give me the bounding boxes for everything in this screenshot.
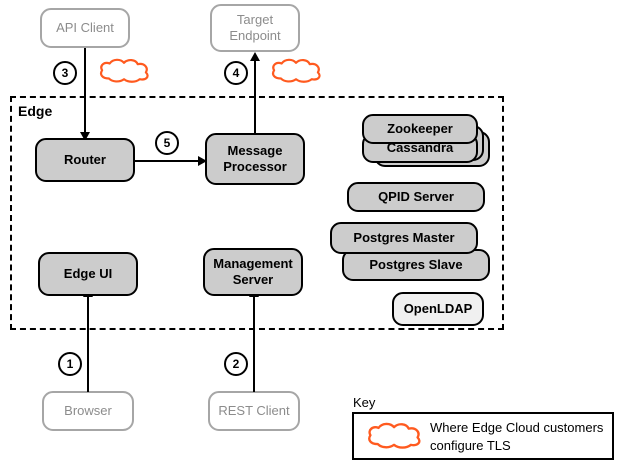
node-browser[interactable]: Browser bbox=[42, 391, 134, 431]
node-qpid-server-label: QPID Server bbox=[378, 188, 454, 204]
legend-box bbox=[352, 412, 614, 460]
step-badge-3-number: 3 bbox=[61, 66, 69, 80]
step-badge-2-number: 2 bbox=[232, 357, 240, 371]
step-badge-4: 4 bbox=[224, 61, 248, 85]
node-postgres-master[interactable]: Postgres Master bbox=[330, 222, 478, 254]
step-badge-1-number: 1 bbox=[66, 357, 74, 371]
node-edge-ui[interactable]: Edge UI bbox=[38, 252, 138, 296]
cloud-icon-step-4 bbox=[268, 58, 324, 84]
step-badge-5: 5 bbox=[155, 131, 179, 155]
node-postgres-master-label: Postgres Master bbox=[353, 229, 455, 245]
node-zookeeper[interactable]: Zookeeper bbox=[362, 114, 478, 144]
arrowhead-target-endpoint-in bbox=[250, 52, 260, 61]
arrowhead-mp-in bbox=[198, 156, 207, 166]
arrowhead-router-in bbox=[80, 132, 90, 141]
connector-mp-to-target-endpoint bbox=[254, 60, 256, 134]
node-router-label: Router bbox=[64, 151, 106, 167]
step-badge-3: 3 bbox=[53, 61, 77, 85]
cloud-icon-step-3 bbox=[96, 58, 152, 84]
node-api-client[interactable]: API Client bbox=[40, 8, 130, 48]
node-rest-client-label: REST Client bbox=[218, 402, 290, 418]
legend-entry-text: Where Edge Cloud customers configure TLS bbox=[430, 420, 604, 453]
node-target-endpoint-label: Target Endpoint bbox=[229, 11, 281, 43]
node-qpid-server[interactable]: QPID Server bbox=[347, 182, 485, 212]
cloud-icon bbox=[271, 58, 321, 83]
step-badge-4-number: 4 bbox=[232, 66, 240, 80]
node-management-server-label: Management Server bbox=[213, 255, 293, 287]
connector-api-client-to-router bbox=[84, 48, 86, 136]
edge-zone-boundary bbox=[10, 96, 504, 330]
connector-browser-to-edge-ui bbox=[87, 296, 89, 392]
step-badge-1: 1 bbox=[58, 352, 82, 376]
node-browser-label: Browser bbox=[64, 402, 112, 418]
edge-zone-label: Edge bbox=[18, 103, 53, 119]
legend-title: Key bbox=[353, 395, 376, 410]
node-edge-ui-label: Edge UI bbox=[63, 265, 113, 281]
node-rest-client[interactable]: REST Client bbox=[208, 391, 300, 431]
node-postgres-slave-label: Postgres Slave bbox=[369, 256, 463, 272]
cloud-icon bbox=[368, 422, 421, 449]
node-target-endpoint[interactable]: Target Endpoint bbox=[210, 4, 300, 52]
node-message-processor-label: Message Processor bbox=[223, 142, 287, 174]
node-api-client-label: API Client bbox=[56, 19, 114, 35]
legend-cloud-icon bbox=[363, 422, 425, 450]
step-badge-5-number: 5 bbox=[163, 136, 171, 150]
connector-router-to-mp bbox=[134, 160, 204, 162]
cloud-icon bbox=[99, 58, 149, 83]
node-openldap[interactable]: OpenLDAP bbox=[392, 292, 484, 326]
step-badge-2: 2 bbox=[224, 352, 248, 376]
node-message-processor[interactable]: Message Processor bbox=[205, 133, 305, 185]
node-postgres-slave[interactable]: Postgres Slave bbox=[342, 249, 490, 281]
node-router[interactable]: Router bbox=[35, 138, 135, 182]
node-openldap-label: OpenLDAP bbox=[403, 300, 473, 316]
node-zookeeper-label: Zookeeper bbox=[387, 120, 453, 136]
connector-rest-client-to-mgmt-server bbox=[253, 296, 255, 392]
node-management-server[interactable]: Management Server bbox=[203, 248, 303, 296]
